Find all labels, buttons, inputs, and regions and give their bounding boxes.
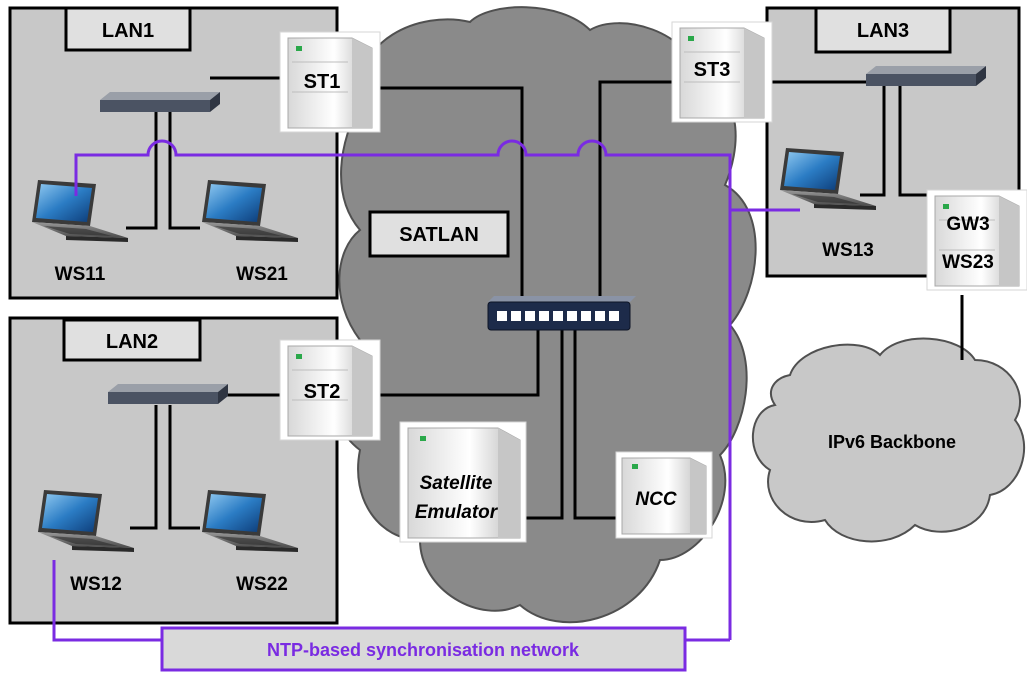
- lan3-title: LAN3: [857, 20, 909, 42]
- st1-label: ST1: [304, 71, 341, 93]
- st3-label: ST3: [694, 59, 731, 81]
- lan2-title: LAN2: [106, 331, 158, 353]
- satlan-title: SATLAN: [399, 224, 479, 246]
- lan2-hub-icon: [108, 384, 228, 404]
- lan1-hub-icon: [100, 92, 220, 112]
- ncc-server-icon: [615, 451, 713, 539]
- network-links: [126, 76, 964, 530]
- ntp-sync-lines: [52, 139, 800, 642]
- ws21-label: WS21: [236, 264, 288, 285]
- satlan-hub-icon: [487, 296, 636, 331]
- ncc-label: NCC: [635, 489, 676, 510]
- gw3-label: GW3: [946, 214, 989, 235]
- ws13-label: WS13: [822, 240, 874, 261]
- ws11-label: WS11: [55, 264, 106, 285]
- lan3-hub-icon: [866, 66, 986, 86]
- ipv6-backbone-cloud: [751, 337, 1025, 543]
- satellite-emulator-label-2: Emulator: [415, 502, 499, 523]
- ntp-sync-label-box: [160, 626, 687, 672]
- ntp-sync-label: NTP-based synchronisation network: [267, 640, 580, 660]
- gw3-server-icon: [926, 189, 1027, 291]
- st2-label: ST2: [304, 381, 341, 403]
- ipv6-backbone-label: IPv6 Backbone: [828, 432, 956, 452]
- satellite-emulator-server-icon: [399, 421, 527, 543]
- ws12-label: WS12: [70, 574, 122, 595]
- ws23-label: WS23: [942, 252, 994, 273]
- ws22-label: WS22: [236, 574, 288, 595]
- lan1-title: LAN1: [102, 20, 154, 42]
- satellite-emulator-label-1: Satellite: [420, 473, 493, 494]
